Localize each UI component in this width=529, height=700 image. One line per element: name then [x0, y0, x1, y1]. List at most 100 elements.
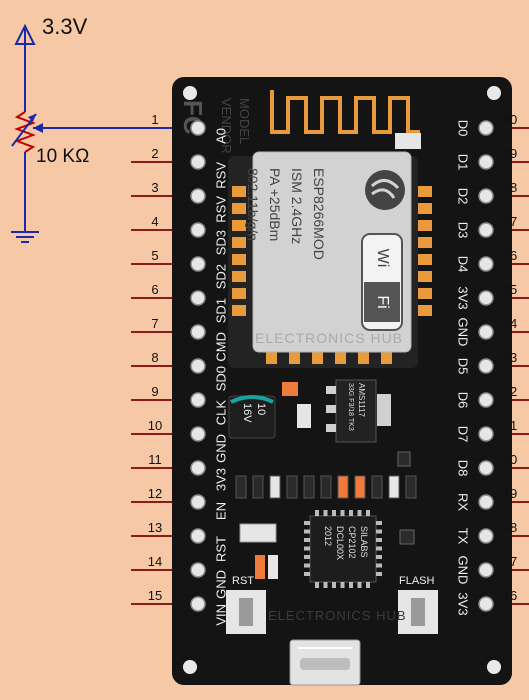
- header-pin-28[interactable]: [478, 188, 494, 204]
- header-pin-10[interactable]: [190, 426, 206, 442]
- castellation-pad: [312, 352, 323, 364]
- pin-number-25: 25: [503, 282, 517, 297]
- chip-pin: [323, 582, 328, 588]
- castellation-pad: [418, 186, 432, 197]
- header-pin-22[interactable]: [478, 392, 494, 408]
- chip-pin: [349, 582, 353, 588]
- header-pin-23[interactable]: [478, 358, 494, 374]
- model-line-1: VENDOR: [219, 98, 234, 154]
- smd-resistor: [252, 475, 264, 499]
- pin-number-2: 2: [151, 146, 158, 161]
- header-pin-29[interactable]: [478, 154, 494, 170]
- capacitor-stripe: [230, 395, 274, 404]
- chip-text-group: SILABS CP2102 DCL00X 2012: [323, 526, 369, 560]
- flash-button-label: FLASH: [399, 575, 435, 587]
- header-pin-15[interactable]: [190, 596, 206, 612]
- chip-pin: [366, 582, 370, 588]
- castellation-pad: [232, 237, 246, 248]
- header-pin-18[interactable]: [478, 528, 494, 544]
- smd-component: [297, 404, 311, 428]
- header-pin-11[interactable]: [190, 460, 206, 476]
- header-pin-24[interactable]: [478, 324, 494, 340]
- ground-icon: [11, 231, 39, 243]
- capacitor-text-group: 10 16V: [241, 403, 267, 423]
- castellation-pad: [232, 220, 246, 231]
- chip-pins: [304, 510, 382, 588]
- header-pin-21[interactable]: [478, 426, 494, 442]
- pin-label-27: D3: [456, 222, 471, 239]
- pin-label-11: 3V3: [213, 468, 228, 491]
- antenna-trace: [270, 90, 420, 134]
- header-pin-19[interactable]: [478, 494, 494, 510]
- header-pin-25[interactable]: [478, 290, 494, 306]
- smd-resistor: [235, 475, 247, 499]
- pin-number-28: 28: [503, 180, 517, 195]
- pin-number-13: 13: [148, 520, 162, 535]
- pin-number-27: 27: [503, 214, 517, 229]
- castellation-pad: [232, 288, 246, 299]
- pin-label-15: VIN: [213, 604, 228, 626]
- header-pin-30[interactable]: [478, 120, 494, 136]
- chip-pin: [315, 582, 319, 588]
- header-pin-1[interactable]: [190, 120, 206, 136]
- pin-label-21: D7: [456, 426, 471, 443]
- pin-number-26: 26: [503, 248, 517, 263]
- pin-number-30: 30: [503, 112, 517, 127]
- flash-button[interactable]: [398, 590, 438, 634]
- header-pin-2[interactable]: [190, 154, 206, 170]
- header-pin-26[interactable]: [478, 256, 494, 272]
- header-pin-3[interactable]: [190, 188, 206, 204]
- pin-number-29: 29: [503, 146, 517, 161]
- header-pin-8[interactable]: [190, 358, 206, 374]
- header-pin-4[interactable]: [190, 222, 206, 238]
- rst-button[interactable]: [226, 590, 266, 634]
- header-pin-6[interactable]: [190, 290, 206, 306]
- header-pin-17[interactable]: [478, 562, 494, 578]
- pin-label-8: SD0: [213, 366, 228, 391]
- pin-label-4: SD3: [213, 230, 228, 255]
- header-pin-7[interactable]: [190, 324, 206, 340]
- castellation-pad: [418, 271, 432, 282]
- header-pin-20[interactable]: [478, 460, 494, 476]
- pin-label-5: SD2: [213, 264, 228, 289]
- chip-pin: [366, 510, 370, 516]
- vcc-label: 3.3V: [42, 14, 88, 39]
- chip-pin: [332, 582, 336, 588]
- regulator-text-group: AMS1117 33G F3/18 TK3: [347, 383, 366, 431]
- pin-number-18: 18: [503, 520, 517, 535]
- castellation-pad: [232, 271, 246, 282]
- chip-line-1: CP2102: [347, 526, 357, 559]
- chip-pin: [376, 538, 382, 542]
- pin-label-28: D2: [456, 188, 471, 205]
- header-pin-9[interactable]: [190, 392, 206, 408]
- module-watermark: ELECTRONICS HUB: [255, 330, 403, 346]
- vcc-arrow-icon: [14, 23, 36, 45]
- smd-resistor: [405, 475, 417, 499]
- header-pin-27[interactable]: [478, 222, 494, 238]
- pin-label-7: CMD: [213, 332, 228, 362]
- header-pin-16[interactable]: [478, 596, 494, 612]
- castellation-pad: [289, 352, 300, 364]
- model-line-0: MODEL: [237, 98, 252, 144]
- header-pin-12[interactable]: [190, 494, 206, 510]
- pin-number-20: 20: [503, 452, 517, 467]
- pin-number-6: 6: [151, 282, 158, 297]
- wifi-logo-band: [364, 282, 400, 322]
- header-pin-5[interactable]: [190, 256, 206, 272]
- pin-label-9: CLK: [213, 400, 228, 426]
- castellation-pad: [418, 220, 432, 231]
- pin-label-14: GND: [213, 570, 228, 599]
- header-pin-14[interactable]: [190, 562, 206, 578]
- pin-label-30: D0: [456, 120, 471, 137]
- pin-label-19: RX: [456, 493, 471, 511]
- cp2102-chip: [309, 515, 377, 583]
- header-pin-13[interactable]: [190, 528, 206, 544]
- chip-pin: [304, 538, 310, 542]
- mounting-hole: [183, 86, 197, 100]
- chip-pin: [376, 521, 382, 525]
- pin-number-16: 16: [503, 588, 517, 603]
- micro-usb-port[interactable]: [289, 639, 361, 686]
- smd-resistor: [388, 475, 400, 499]
- castellation-pad: [232, 186, 246, 197]
